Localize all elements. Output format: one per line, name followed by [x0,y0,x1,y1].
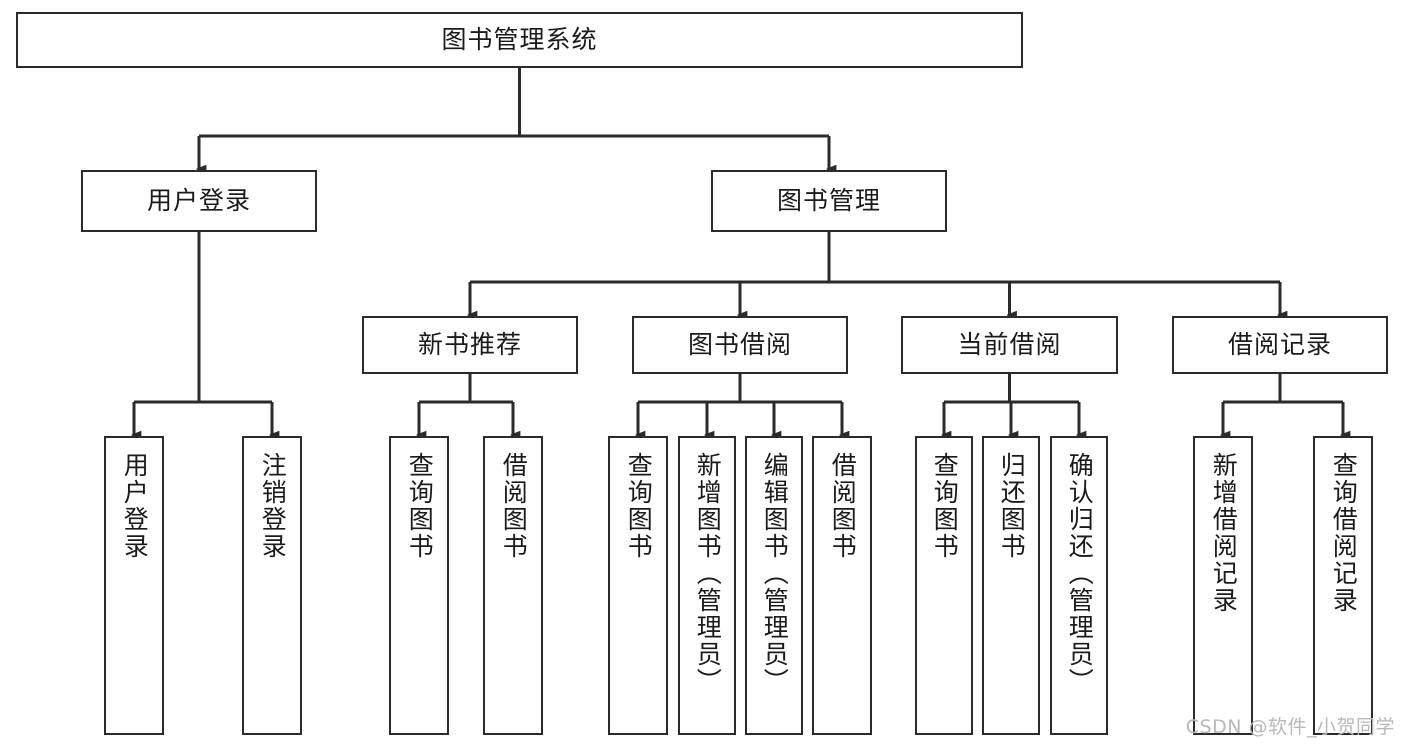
leaf-node-query-book-2[interactable]: 查询图书 [608,436,668,735]
leaf-node-query-book-3[interactable]: 查询图书 [915,436,973,735]
node-borrow-record[interactable]: 借阅记录 [1172,316,1388,374]
leaf-node-borrow-book-2[interactable]: 借阅图书 [812,436,872,735]
node-label: 注销登录 [258,452,288,560]
node-label: 图书借阅 [687,330,792,359]
node-label: 用户登录 [146,186,251,215]
node-label: 新增借阅记录 [1209,452,1239,614]
leaf-node-add-borrow-record[interactable]: 新增借阅记录 [1193,436,1253,735]
node-label: 确认归还（管理员） [1065,452,1095,695]
node-current-borrow[interactable]: 当前借阅 [901,316,1118,374]
leaf-node-add-book-admin[interactable]: 新增图书（管理员） [678,436,736,735]
node-label: 借阅图书 [828,452,858,560]
leaf-node-query-book-1[interactable]: 查询图书 [389,436,449,735]
node-book-manage[interactable]: 图书管理 [711,170,947,232]
leaf-node-user-login[interactable]: 用户登录 [104,436,164,735]
node-label: 当前借阅 [957,330,1062,359]
node-label: 查询图书 [930,452,960,560]
node-label: 借阅记录 [1227,330,1332,359]
leaf-node-edit-book-admin[interactable]: 编辑图书（管理员） [745,436,803,735]
node-label: 图书管理系统 [441,25,598,54]
leaf-node-logout[interactable]: 注销登录 [242,436,302,735]
node-new-book-recommend[interactable]: 新书推荐 [362,316,578,374]
leaf-node-borrow-book-1[interactable]: 借阅图书 [483,436,543,735]
node-label: 编辑图书（管理员） [760,452,790,695]
node-label: 归还图书 [997,452,1027,560]
leaf-node-return-book[interactable]: 归还图书 [982,436,1040,735]
node-label: 新书推荐 [417,330,522,359]
node-root-system[interactable]: 图书管理系统 [16,12,1023,68]
leaf-node-confirm-return-admin[interactable]: 确认归还（管理员） [1050,436,1108,735]
node-label: 查询借阅记录 [1329,452,1359,614]
node-book-borrow[interactable]: 图书借阅 [632,316,848,374]
node-label: 查询图书 [624,452,654,560]
node-user-login[interactable]: 用户登录 [81,170,317,232]
leaf-node-query-borrow-record[interactable]: 查询借阅记录 [1313,436,1373,735]
node-label: 查询图书 [405,452,435,560]
node-label: 借阅图书 [499,452,529,560]
node-label: 图书管理 [776,186,881,215]
node-label: 新增图书（管理员） [693,452,723,695]
node-label: 用户登录 [120,452,150,560]
